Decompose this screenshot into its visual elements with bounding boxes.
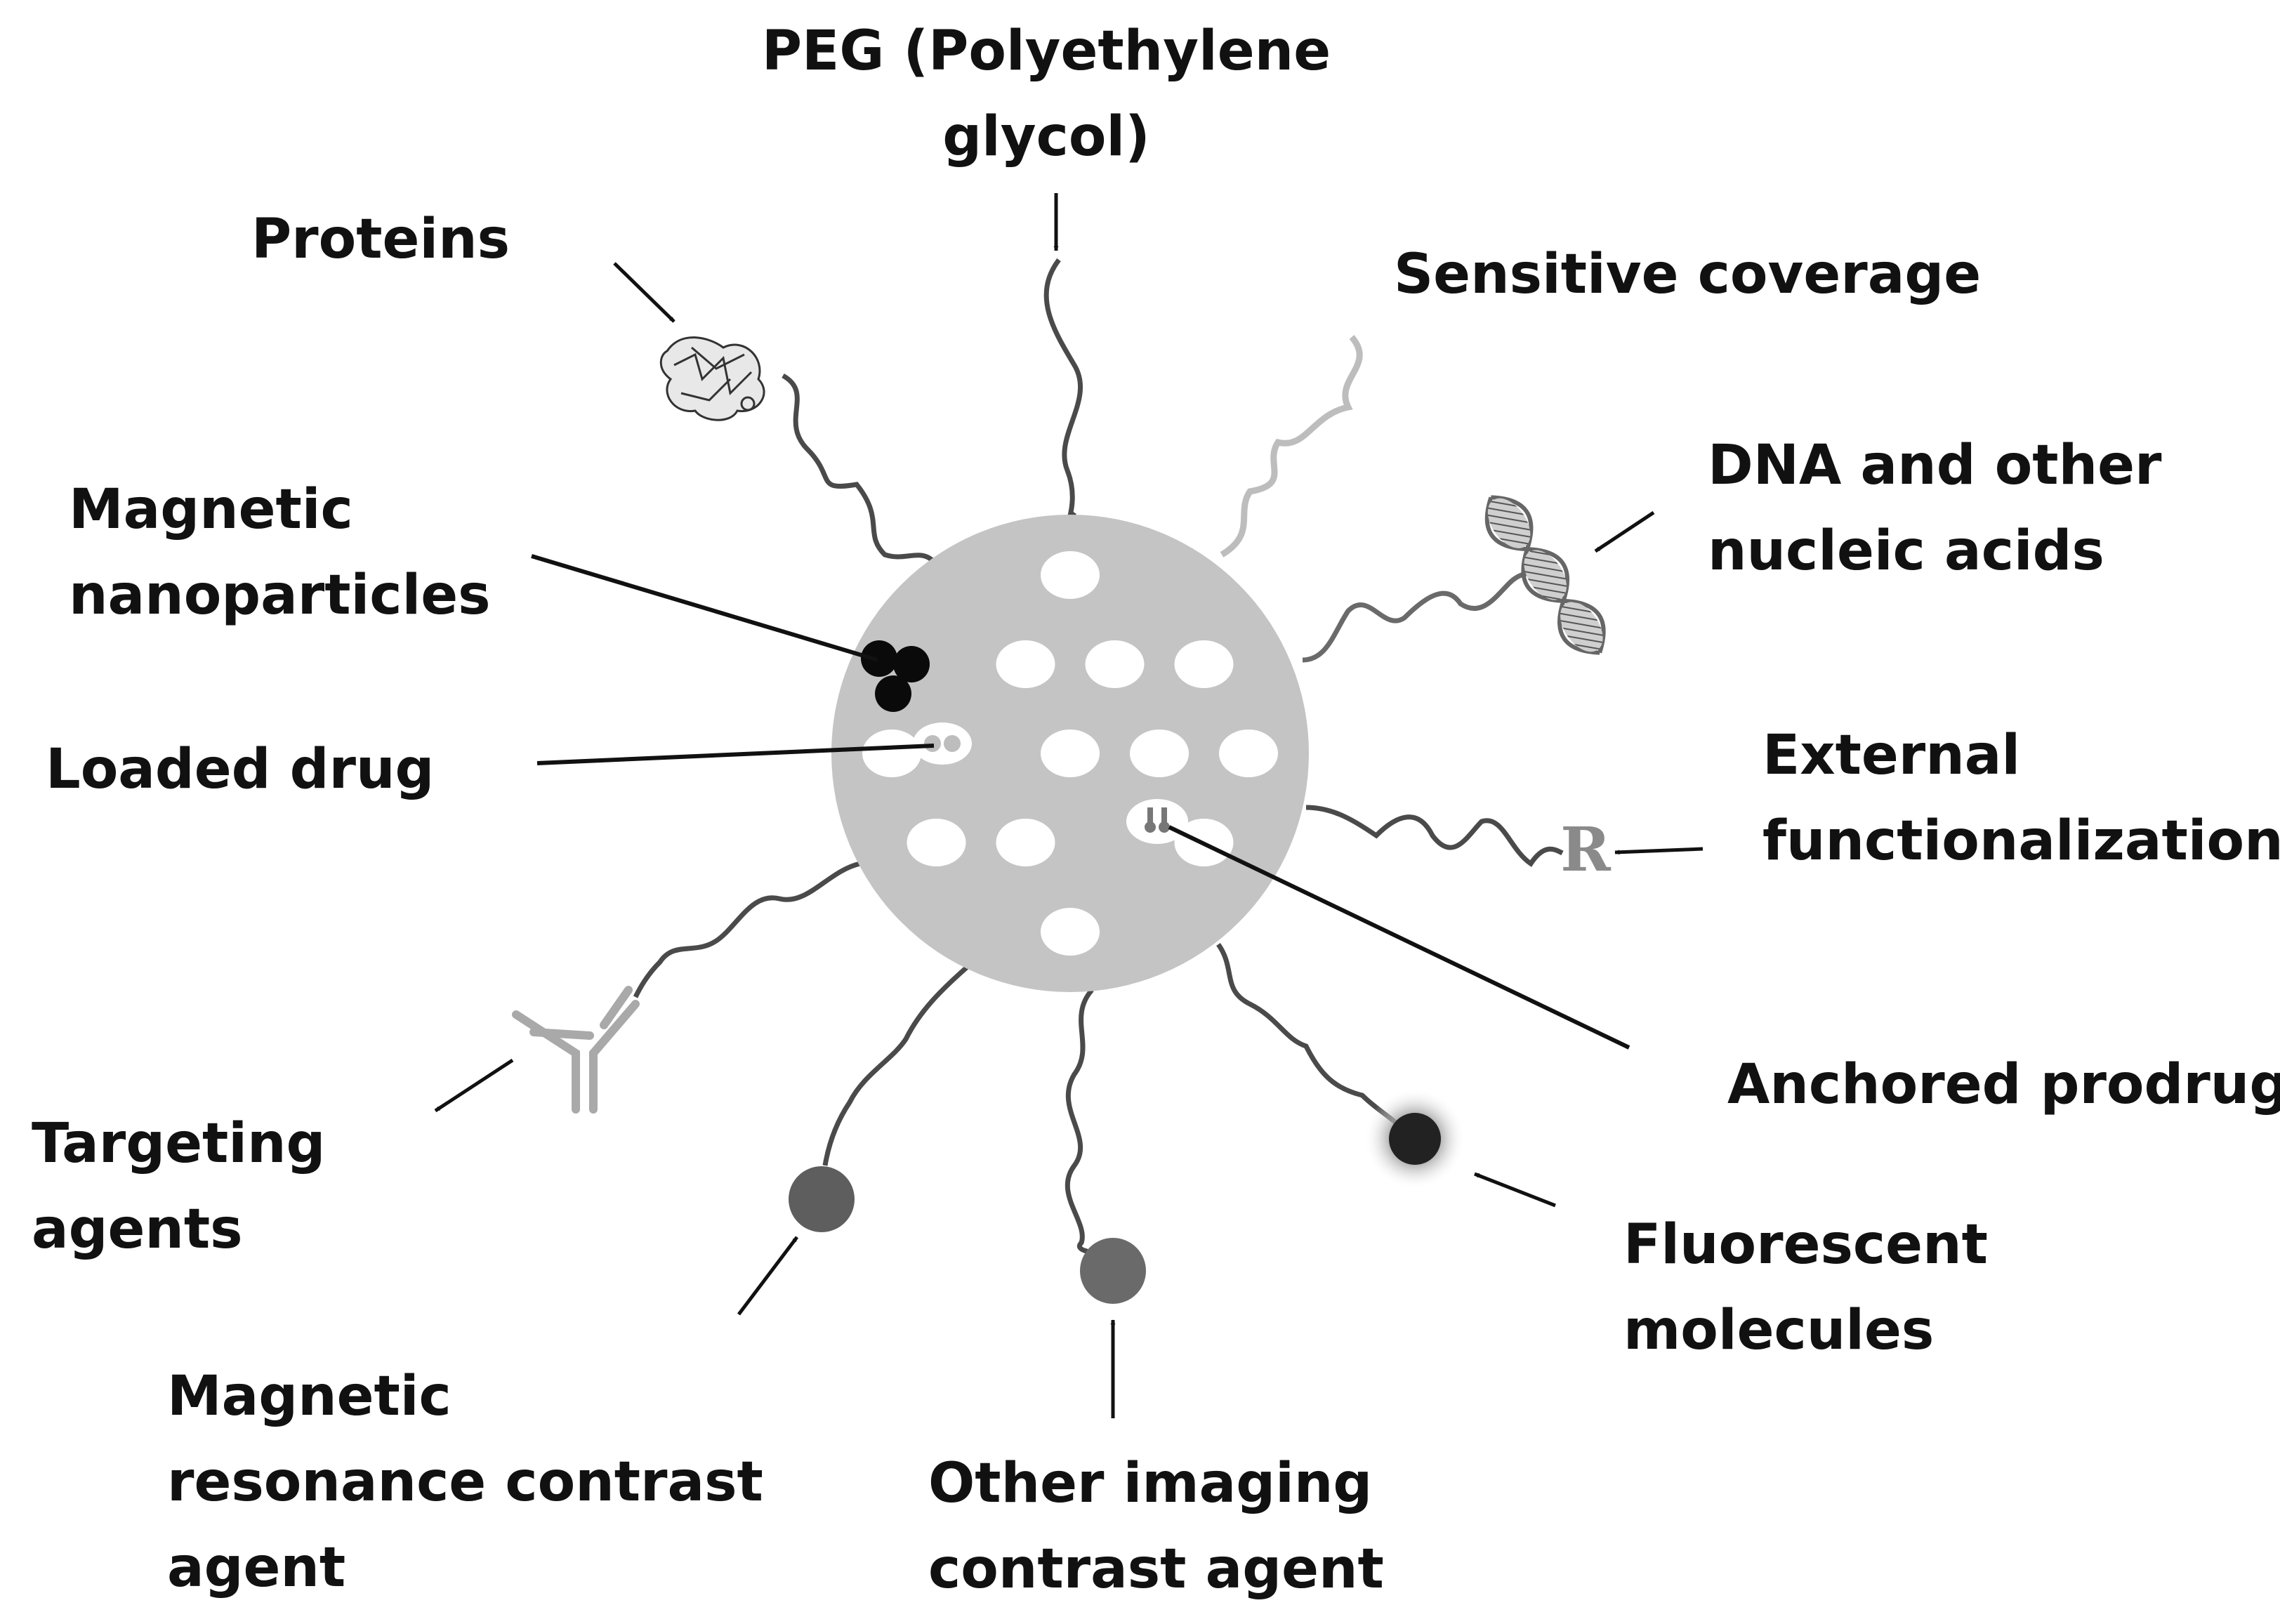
pore xyxy=(1130,730,1189,777)
loaded-drug-leader xyxy=(536,744,935,765)
magnetic-nanoparticle xyxy=(861,640,897,677)
label-external-functionalization: External functionalization xyxy=(1762,713,2280,884)
sensitive-coverage-chain xyxy=(1220,335,1363,557)
dna-chain xyxy=(1302,563,1547,663)
pore xyxy=(1041,730,1100,777)
targeting-arrow xyxy=(434,1058,514,1113)
mr-contrast-chain xyxy=(822,963,971,1166)
label-line: agent xyxy=(167,1536,346,1599)
loaded-drug-pore xyxy=(913,722,972,765)
label-line: Loaded drug xyxy=(46,738,435,801)
fluorescent-arrow xyxy=(1474,1172,1556,1208)
fluorescent-molecule-dot xyxy=(1389,1113,1441,1165)
label-fluorescent-molecules: Fluorescent molecules xyxy=(1623,1202,1988,1373)
pore xyxy=(1085,640,1145,688)
label-anchored-prodrug: Anchored prodrug xyxy=(1727,1042,2280,1128)
label-line: Other imaging xyxy=(928,1452,1373,1515)
magnetic-nanoparticle-cluster xyxy=(861,640,930,712)
label-line: agents xyxy=(32,1198,243,1261)
label-line: DNA and other xyxy=(1708,434,2162,497)
pointer-arrows xyxy=(434,193,1704,1418)
functional-group-symbol: R xyxy=(1560,814,1611,885)
drug-molecule xyxy=(924,735,941,752)
label-line: Proteins xyxy=(251,208,510,271)
label-line: contrast agent xyxy=(928,1538,1384,1601)
label-line: Targeting xyxy=(32,1112,326,1175)
label-line: Magnetic xyxy=(167,1365,452,1428)
pore xyxy=(1219,730,1278,777)
protein-chain xyxy=(782,373,936,564)
pore xyxy=(907,819,966,866)
label-line: functionalization xyxy=(1762,810,2280,873)
targeting-chain xyxy=(633,861,861,998)
antibody-targeting-agent xyxy=(512,986,640,1114)
label-magnetic-nanoparticles: Magnetic nanoparticles xyxy=(69,467,491,638)
dna-arrow xyxy=(1594,510,1655,553)
imaging-contrast-agent-dot xyxy=(1080,1238,1146,1304)
label-targeting-agents: Targeting agents xyxy=(32,1101,325,1272)
label-line: glycol) xyxy=(942,105,1150,169)
magnetic-nanoparticle xyxy=(893,646,930,682)
label-line: Sensitive coverage xyxy=(1394,243,1982,306)
label-line: Fluorescent xyxy=(1623,1213,1988,1276)
label-dna: DNA and other nucleic acids xyxy=(1708,423,2161,594)
external-functionalization-chain xyxy=(1305,805,1564,867)
proteins-arrow xyxy=(613,262,676,323)
dna-helix xyxy=(1484,495,1606,655)
pore xyxy=(1174,640,1234,688)
pore xyxy=(996,819,1055,866)
mr-contrast-agent-dot xyxy=(789,1166,855,1232)
label-other-imaging-contrast-agent: Other imaging contrast agent xyxy=(928,1441,1384,1612)
label-line: nanoparticles xyxy=(69,564,491,627)
label-mr-contrast-agent: Magnetic resonance contrast agent xyxy=(167,1354,763,1611)
pore xyxy=(862,730,921,777)
particle-pores xyxy=(862,551,1278,956)
fluorescent-chain xyxy=(1216,942,1406,1133)
leader-lines xyxy=(531,554,1630,1050)
other-imaging-chain xyxy=(1065,988,1110,1256)
protein-molecule xyxy=(659,336,765,421)
peg-chain xyxy=(1043,258,1083,522)
label-sensitive-coverage: Sensitive coverage xyxy=(1394,232,1981,317)
drug-molecule xyxy=(944,735,961,752)
pore xyxy=(1041,908,1100,956)
label-line: Magnetic xyxy=(69,478,353,541)
pore xyxy=(996,640,1055,688)
mr-contrast-arrow xyxy=(737,1236,798,1316)
magnetic-np-leader xyxy=(531,554,878,662)
label-line: molecules xyxy=(1623,1299,1935,1362)
label-peg: PEG (Polyethylene glycol) xyxy=(730,8,1362,180)
label-line: resonance contrast xyxy=(167,1451,763,1514)
anchored-prodrug-leader xyxy=(1168,825,1630,1050)
magnetic-nanoparticle xyxy=(875,675,911,712)
anchored-prodrug-pore xyxy=(1126,799,1188,844)
pore xyxy=(1041,551,1100,599)
label-line: External xyxy=(1762,724,2021,787)
label-loaded-drug: Loaded drug xyxy=(46,727,434,812)
surface-chains xyxy=(633,258,1564,1256)
label-proteins: Proteins xyxy=(251,197,510,282)
label-line: nucleic acids xyxy=(1708,520,2104,583)
label-line: Anchored prodrug xyxy=(1727,1053,2280,1116)
label-line: PEG (Polyethylene xyxy=(761,20,1331,83)
external-arrow xyxy=(1614,847,1704,855)
